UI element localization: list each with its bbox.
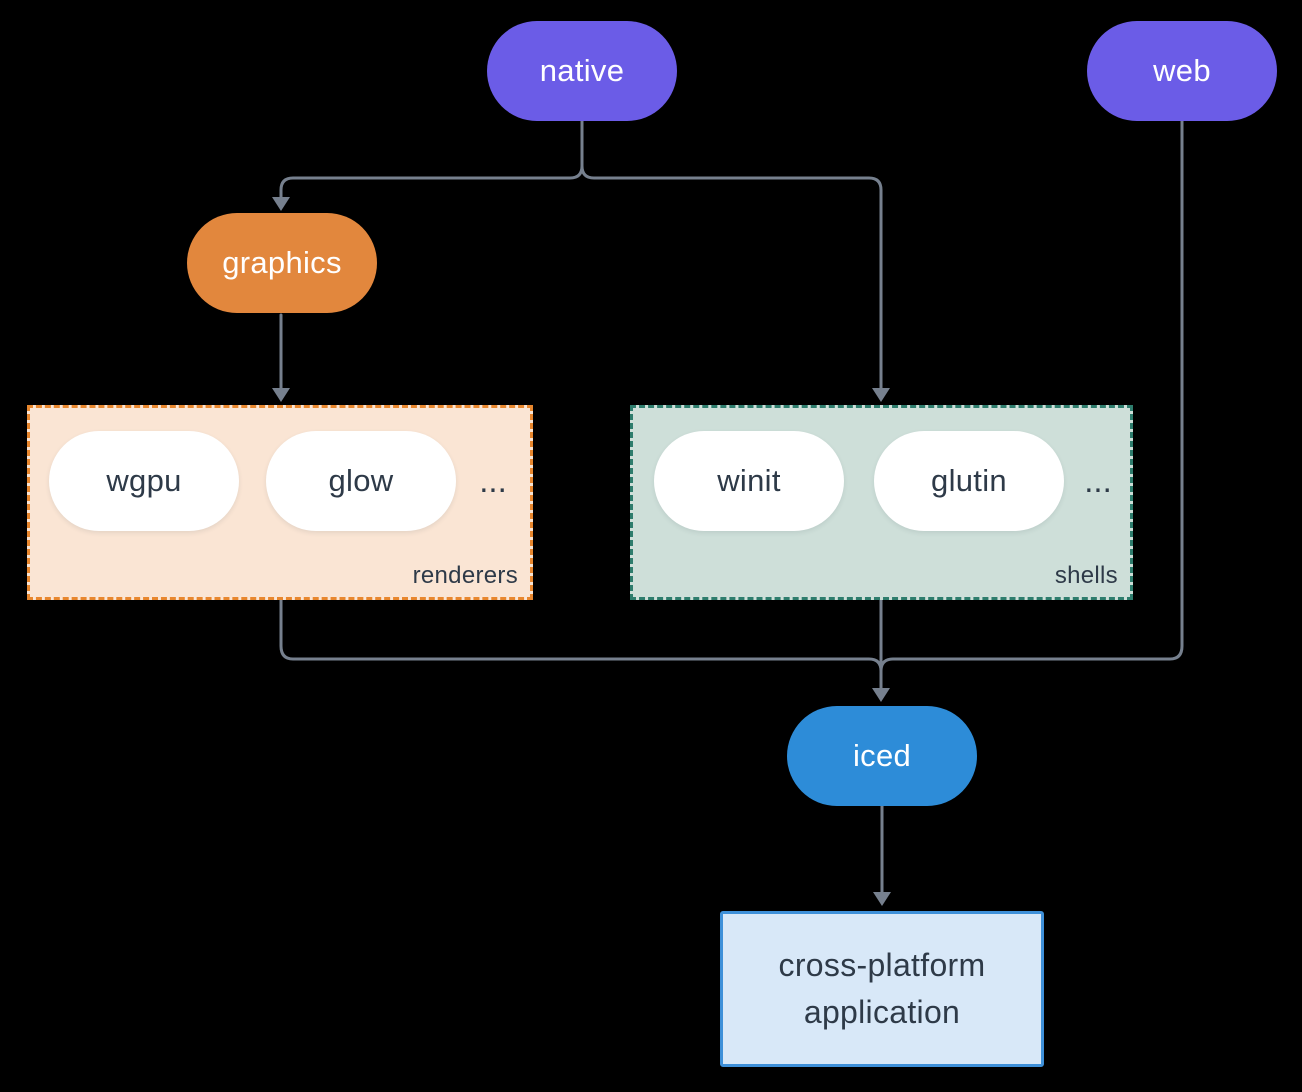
application-label-line2: application — [803, 994, 961, 1030]
arrowhead-into-renderers — [272, 388, 290, 402]
node-glutin: glutin — [874, 431, 1064, 531]
application-label-line1: cross-platform — [778, 947, 986, 983]
node-winit: winit — [654, 431, 844, 531]
node-graphics: graphics — [187, 213, 377, 313]
group-renderers: wgpu glow ... renderers — [27, 405, 533, 600]
node-web: web — [1087, 21, 1277, 121]
shells-ellipsis: ... — [1084, 462, 1112, 499]
arrowhead-into-application — [873, 892, 891, 906]
arrowhead-into-iced — [872, 688, 890, 702]
node-glow: glow — [266, 431, 456, 531]
arrowhead-into-shells — [872, 388, 890, 402]
node-native: native — [487, 21, 677, 121]
group-shells-label: shells — [1054, 562, 1118, 589]
edge-lines — [279, 119, 1184, 894]
group-renderers-label: renderers — [412, 562, 518, 589]
edge-arrowheads — [272, 197, 891, 906]
renderers-ellipsis: ... — [479, 462, 507, 499]
edge-native-to-graphics — [279, 119, 584, 199]
node-wgpu: wgpu — [49, 431, 239, 531]
edge-renderers-to-iced — [279, 598, 883, 673]
group-shells: winit glutin ... shells — [630, 405, 1133, 600]
node-application: cross-platform application — [720, 911, 1044, 1067]
arrowhead-into-graphics — [272, 197, 290, 211]
edge-native-to-shells — [580, 164, 883, 390]
node-iced: iced — [787, 706, 977, 806]
